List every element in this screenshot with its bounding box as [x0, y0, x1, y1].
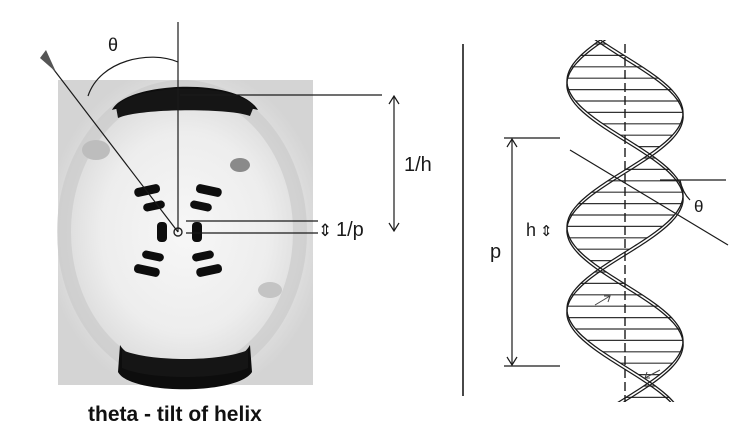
one-over-p-arrow-icon: ⇕: [318, 221, 332, 240]
pitch-label: p: [490, 241, 501, 263]
rise-arrow-icon: ⇕: [540, 223, 553, 240]
reflection-lower-left-2: [133, 264, 160, 277]
side-smudge-right: [230, 158, 250, 172]
pitch-arrow-top: [506, 137, 518, 148]
strand-direction-arrows: [594, 295, 661, 379]
tilt-direction-line: [47, 61, 179, 233]
helix-theta-label: θ: [694, 197, 703, 216]
side-smudge-right-low: [258, 282, 282, 298]
backbone-strand-2-edge-b: [566, 40, 684, 402]
one-over-h-arrow-bottom: [388, 222, 400, 233]
top-arc-fill: [116, 88, 254, 118]
backbone-strand-1-edge-b: [566, 40, 684, 402]
reflection-lower-left-1: [142, 250, 164, 262]
side-smudge-left: [82, 140, 110, 160]
bottom-arc-fill: [122, 350, 248, 377]
helix-backbones: [566, 40, 684, 402]
tilt-line-arrowhead: [40, 50, 56, 72]
one-over-p-label: 1/p: [336, 219, 364, 241]
strand-arrow-up: [594, 295, 611, 306]
reflection-upper-right-1: [195, 184, 222, 197]
one-over-h-arrow-top: [388, 94, 400, 105]
reflection-inner-right: [192, 222, 202, 242]
figure-caption: theta - tilt of helix: [88, 403, 262, 426]
diffraction-annotations: [47, 22, 400, 234]
strand-arrow-down: [644, 369, 661, 379]
layer-line-reflections: [133, 184, 223, 277]
pitch-arrow-bottom: [506, 356, 518, 367]
diffraction-theta-label: θ: [108, 35, 118, 55]
double-helix: [566, 40, 684, 402]
rise-label: h: [526, 220, 536, 240]
reflection-upper-left-2: [143, 200, 165, 212]
reflection-upper-left-1: [134, 184, 161, 197]
helix-annotations: [504, 137, 729, 367]
diffraction-pattern: [57, 80, 313, 390]
reflection-inner-left: [157, 222, 167, 242]
bottom-meridional-arc: [118, 345, 252, 390]
helix-theta-arc: [679, 179, 691, 201]
helix-tilt-line: [569, 149, 729, 246]
reflection-lower-right-2: [196, 264, 223, 277]
theta-arc: [87, 56, 179, 97]
reflection-upper-right-2: [190, 200, 212, 212]
one-over-h-label: 1/h: [404, 154, 432, 176]
backbone-strand-1-edge-a: [566, 40, 684, 402]
backbone-strand-2-edge-a: [566, 40, 684, 402]
reflection-lower-right-1: [192, 250, 214, 262]
